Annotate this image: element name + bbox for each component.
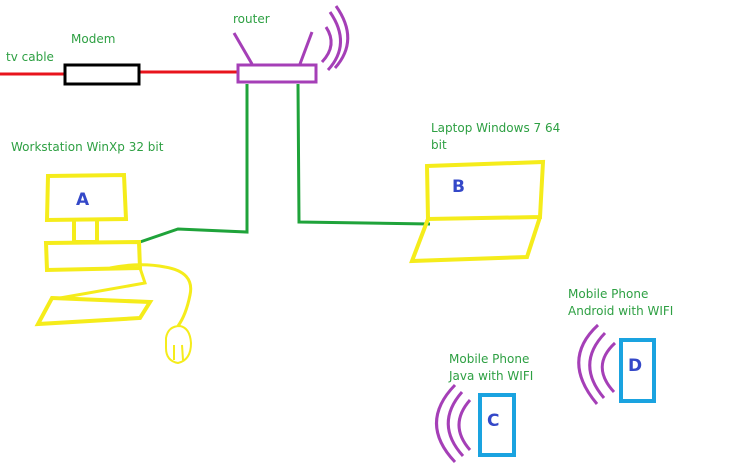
tv-cable-label: tv cable	[6, 50, 54, 64]
modem-box	[63, 63, 141, 86]
modem-label: Modem	[71, 32, 116, 46]
phone-c-body	[478, 393, 516, 457]
phone-android-label-line1: Mobile Phone	[568, 287, 649, 301]
router-antenna-right	[298, 31, 314, 65]
ethernet-laptop	[296, 83, 431, 226]
workstation-keyboard	[34, 295, 154, 327]
workstation-mouse-cord	[109, 263, 193, 327]
router-box	[236, 63, 318, 84]
router-wifi-wave-1	[320, 26, 333, 64]
device-d-letter: D	[628, 356, 643, 376]
workstation-mouse	[165, 324, 193, 365]
phone-d-wave-2	[588, 331, 607, 399]
phone-c-wave-2	[446, 391, 465, 458]
phone-d-wave-3	[577, 323, 600, 405]
router-label: router	[233, 12, 270, 26]
phone-java-label-line1: Mobile Phone	[449, 352, 530, 366]
laptop-base	[409, 216, 542, 264]
workstation-keyboard-link	[59, 267, 147, 300]
laptop-screen	[424, 159, 546, 222]
device-a-letter: A	[76, 190, 90, 210]
phone-d-wave-1	[600, 341, 617, 394]
device-c-letter: C	[487, 411, 500, 431]
phone-java-label-line2: Java with WIFI	[449, 369, 534, 383]
phone-d-body	[619, 338, 656, 403]
ethernet-workstation	[139, 84, 249, 244]
router-antenna-left	[232, 32, 254, 65]
laptop-label-line2: bit	[431, 138, 447, 152]
workstation-label: Workstation WinXp 32 bit	[11, 140, 164, 154]
router-wifi-wave-3	[333, 5, 350, 69]
phone-c-wave-1	[457, 399, 472, 451]
router-wifi-wave-2	[326, 11, 342, 72]
device-b-letter: B	[452, 177, 465, 197]
phone-android-label-line2: Android with WIFI	[568, 304, 674, 318]
laptop-label-line1: Laptop Windows 7 64	[431, 121, 561, 135]
phone-c-wave-3	[435, 383, 457, 464]
workstation-stand	[72, 220, 99, 244]
workstation-monitor	[44, 172, 129, 223]
